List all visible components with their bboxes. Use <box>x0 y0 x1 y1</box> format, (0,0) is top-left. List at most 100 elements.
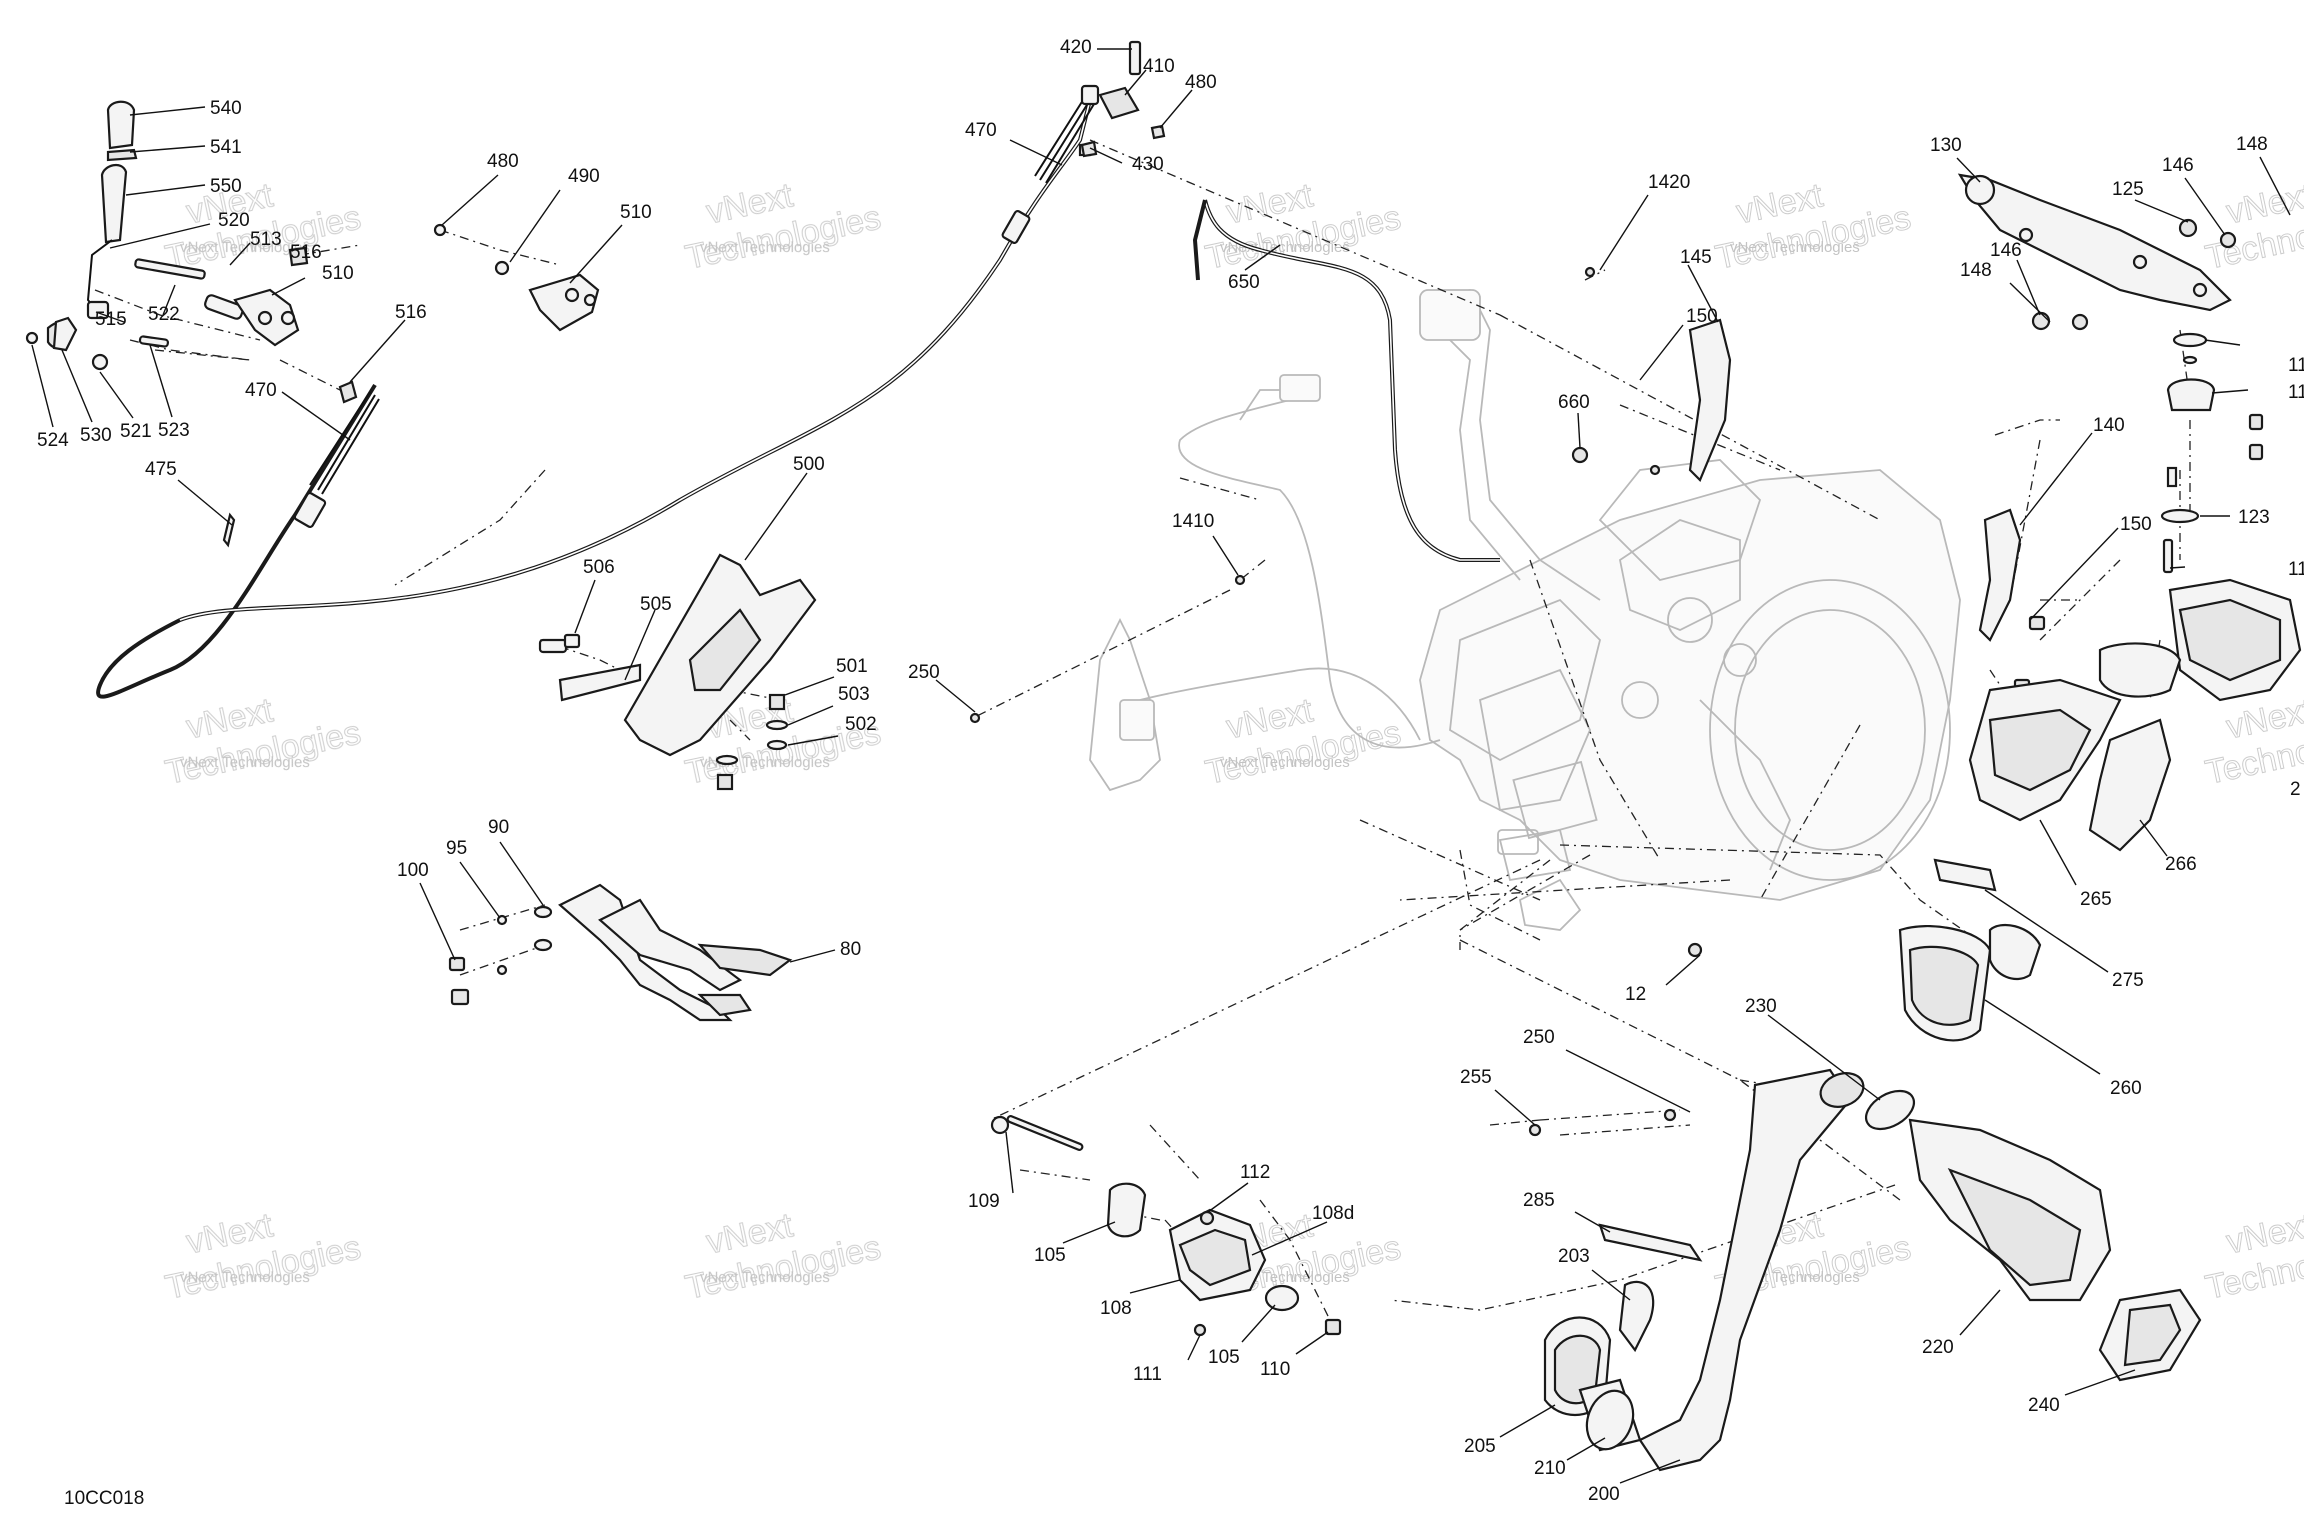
callout-220: 220 <box>1922 1337 1954 1358</box>
callout-506: 506 <box>583 557 615 578</box>
callout-410: 410 <box>1143 56 1175 77</box>
callout-150-upper: 150 <box>1686 306 1718 327</box>
svg-text:vNext Technologies: vNext Technologies <box>1220 754 1350 771</box>
callout-11-a: 11 <box>2288 355 2304 376</box>
callout-146: 146 <box>1990 240 2022 261</box>
callout-255: 255 <box>1460 1067 1492 1088</box>
callout-80: 80 <box>840 939 861 960</box>
callout-515: 515 <box>95 309 127 330</box>
air-intake-ducts <box>1898 578 2302 1042</box>
callout-650: 650 <box>1228 272 1260 293</box>
callout-260: 260 <box>2110 1078 2142 1099</box>
callout-265: 265 <box>2080 889 2112 910</box>
svg-text:vNext Technologies: vNext Technologies <box>1220 239 1350 256</box>
callout-660: 660 <box>1558 392 1590 413</box>
callout-1410: 1410 <box>1172 511 1214 532</box>
callout-480: 480 <box>1185 72 1217 93</box>
mount-assembly-108 <box>969 266 1703 1337</box>
callout-275: 275 <box>2112 970 2144 991</box>
callout-505: 505 <box>640 594 672 615</box>
callout-145: 145 <box>1680 247 1712 268</box>
shift-cable-left <box>96 40 1166 699</box>
pedal-assembly-80 <box>448 883 793 1022</box>
callout-203: 203 <box>1558 1246 1590 1267</box>
callout-230: 230 <box>1745 996 1777 1017</box>
callout-123: 123 <box>2238 507 2270 528</box>
callout-250-upper: 250 <box>908 662 940 683</box>
callout-510-left: 510 <box>322 263 354 284</box>
callout-550: 550 <box>210 176 242 197</box>
callout-475: 475 <box>145 459 177 480</box>
callout-1420: 1420 <box>1648 172 1690 193</box>
callout-470: 470 <box>965 120 997 141</box>
callout-520: 520 <box>218 210 250 231</box>
callout-110: 110 <box>1260 1359 1290 1380</box>
callout-500: 500 <box>793 454 825 475</box>
callout-112: 112 <box>1240 1162 1270 1183</box>
callout-523: 523 <box>158 420 190 441</box>
callout-108: 108 <box>1100 1298 1132 1319</box>
svg-text:vNext Technologies: vNext Technologies <box>700 239 830 256</box>
shift-lever-assembly <box>25 100 358 404</box>
callout-522: 522 <box>148 304 180 325</box>
callout-leaders <box>31 48 2291 1484</box>
callout-521: 521 <box>120 421 152 442</box>
callout-labels: 540 541 550 520 513 516 510 522 515 524 … <box>37 37 2304 1505</box>
callout-150: 150 <box>2120 514 2152 535</box>
svg-text:vNext Technologies: vNext Technologies <box>180 1269 310 1286</box>
svg-text:vNext Technologies: vNext Technologies <box>700 1269 830 1286</box>
callout-516: 516 <box>395 302 427 323</box>
callout-470-left: 470 <box>245 380 277 401</box>
svg-text:vNext Technologies: vNext Technologies <box>180 754 310 771</box>
callout-480-left: 480 <box>487 151 519 172</box>
callout-541: 541 <box>210 137 242 158</box>
callout-108d: 108d <box>1312 1203 1354 1224</box>
callout-11-b: 11 <box>2288 382 2304 403</box>
engine-assembly <box>1089 288 1961 931</box>
callout-125: 125 <box>2112 179 2144 200</box>
callout-105-left: 105 <box>1034 1245 1066 1266</box>
callout-148-upper: 148 <box>2236 134 2268 155</box>
svg-text:vNext Technologies: vNext Technologies <box>1730 239 1860 256</box>
callout-524: 524 <box>37 430 69 451</box>
callout-105: 105 <box>1208 1347 1240 1368</box>
callout-100: 100 <box>397 860 429 881</box>
callout-266: 266 <box>2165 854 2197 875</box>
callout-530: 530 <box>80 425 112 446</box>
callout-285: 285 <box>1523 1190 1555 1211</box>
callout-250: 250 <box>1523 1027 1555 1048</box>
hose-650 <box>1192 199 1500 562</box>
callout-95: 95 <box>446 838 467 859</box>
callout-510: 510 <box>620 202 652 223</box>
callout-205: 205 <box>1464 1436 1496 1457</box>
callout-503: 503 <box>838 684 870 705</box>
callout-490: 490 <box>568 166 600 187</box>
callout-130: 130 <box>1930 135 1962 156</box>
callout-148: 148 <box>1960 260 1992 281</box>
callout-111: 111 <box>1133 1364 1162 1385</box>
callout-140: 140 <box>2093 415 2125 436</box>
svg-text:vNext Technologies: vNext Technologies <box>180 239 310 256</box>
callout-2: 2 <box>2290 779 2301 800</box>
callout-12: 12 <box>1625 984 1646 1005</box>
callout-430: 430 <box>1132 154 1164 175</box>
callout-210: 210 <box>1534 1458 1566 1479</box>
callout-501: 501 <box>836 656 868 677</box>
dashed-leaders <box>94 139 2191 1321</box>
figure-id: 10CC018 <box>64 1488 144 1509</box>
callout-502: 502 <box>845 714 877 735</box>
bracket-500 <box>538 553 817 791</box>
callout-11-c: 11 <box>2288 559 2304 580</box>
callout-540: 540 <box>210 98 242 119</box>
callout-516-upper: 516 <box>290 242 322 263</box>
callout-240: 240 <box>2028 1395 2060 1416</box>
callout-200: 200 <box>1588 1484 1620 1505</box>
callout-109: 109 <box>968 1191 1000 1212</box>
callout-420: 420 <box>1060 37 1092 58</box>
callout-513: 513 <box>250 229 282 250</box>
callout-146-upper: 146 <box>2162 155 2194 176</box>
callout-90: 90 <box>488 817 509 838</box>
left-brackets <box>222 223 600 548</box>
watermark: vNext Technologies <box>2202 691 2304 793</box>
